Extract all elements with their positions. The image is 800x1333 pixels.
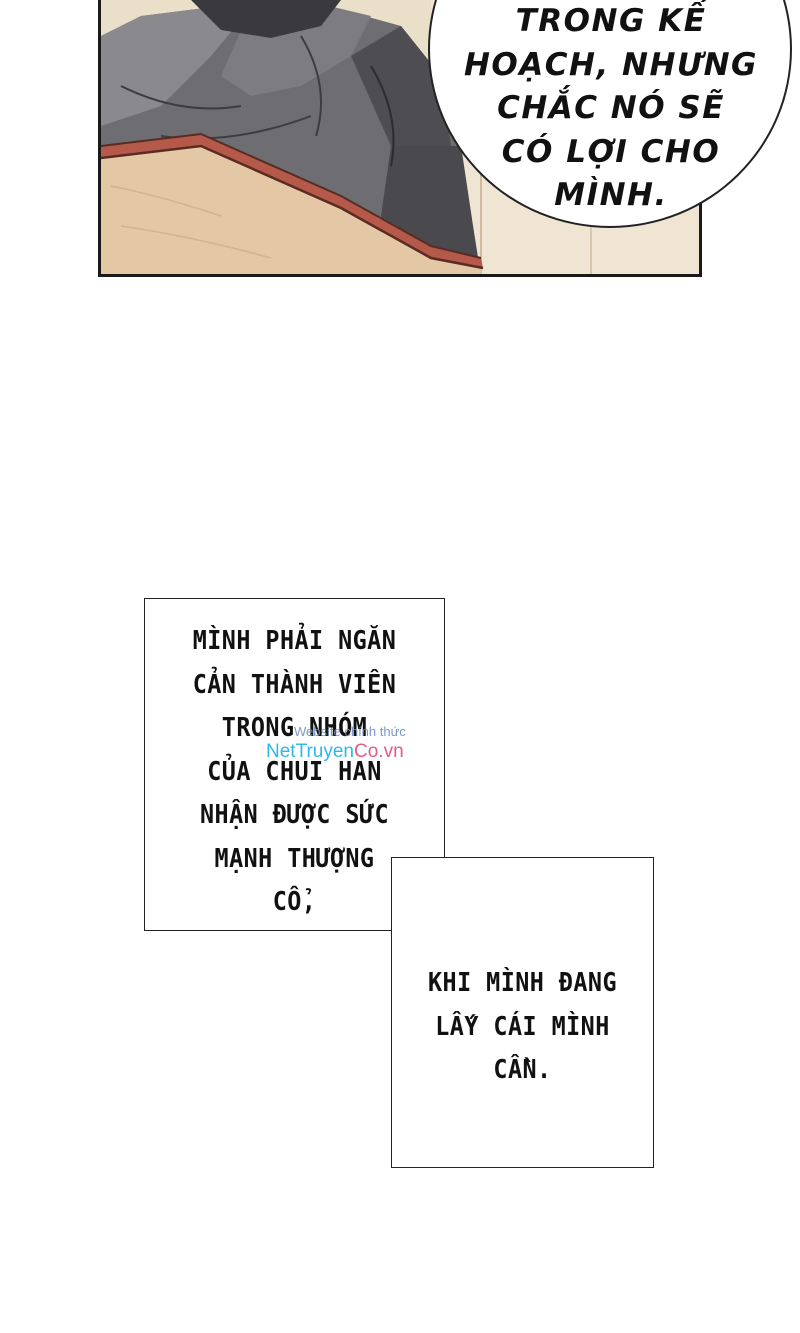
speech-line: TRONG KẾ — [515, 3, 707, 39]
speech-bubble-text: TRONG KẾ HOẠCH, NHƯNG CHẮC NÓ SẼ CÓ LỢI … — [446, 0, 776, 218]
watermark-logo-domain: Co.vn — [354, 741, 404, 762]
watermark-logo: NetTruyenCo.vn — [266, 740, 466, 764]
site-watermark: Website chính thức NetTruyenCo.vn — [266, 724, 466, 764]
narration-line: MÌNH PHẢI NGĂN — [192, 626, 397, 656]
narration-box-joint — [392, 858, 444, 930]
narration-line: TRONG NHÓM — [221, 713, 368, 743]
narration-line: KHI MÌNH ĐANG — [428, 968, 617, 998]
narration-line: LẤY CÁI MÌNH — [435, 1011, 610, 1042]
narration-line: CẢN THÀNH VIÊN — [192, 669, 397, 700]
speech-line: MÌNH. — [554, 177, 668, 213]
narration-line: CỦA CHUI HAN — [207, 756, 382, 787]
speech-line: CÓ LỢI CHO — [501, 133, 721, 170]
narration-line: NHẬN ĐƯỢC SỨC — [200, 800, 389, 830]
narration-text-lower: KHI MÌNH ĐANG LẤY CÁI MÌNH CẦN. — [395, 962, 650, 1093]
watermark-logo-main: NetTruyen — [266, 741, 354, 762]
speech-line: CHẮC NÓ SẼ — [497, 90, 725, 126]
narration-text-upper: MÌNH PHẢI NGĂN CẢN THÀNH VIÊN TRONG NHÓM… — [148, 620, 441, 925]
speech-line: HOẠCH, NHƯNG — [463, 46, 758, 83]
watermark-caption: Website chính thức — [294, 724, 406, 739]
narration-line: CẦN. — [493, 1055, 552, 1085]
narration-box-lower — [391, 857, 654, 1168]
narration-line: MẠNH THƯỢNG — [214, 843, 375, 874]
narration-line: CỔ, — [272, 887, 317, 917]
